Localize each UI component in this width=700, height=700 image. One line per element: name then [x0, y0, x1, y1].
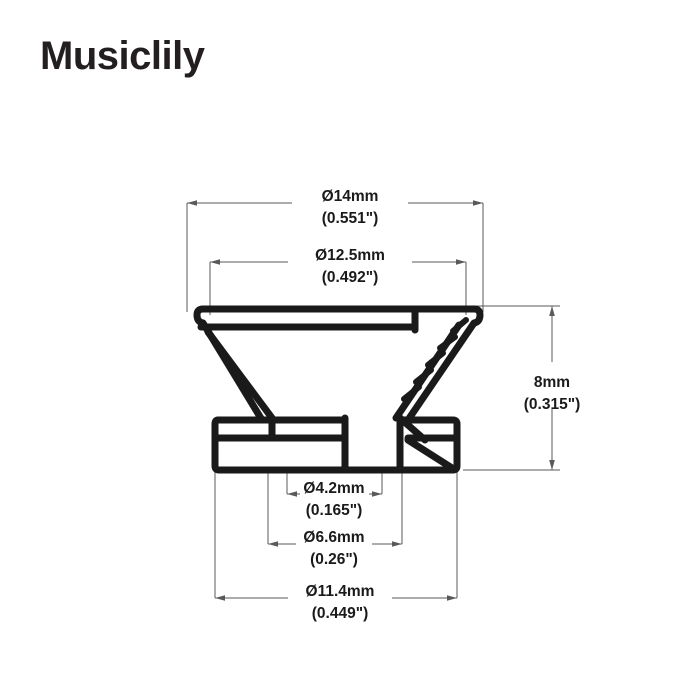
label-neck-diameter-metric: Ø6.6mm	[303, 529, 364, 546]
right-body-profile	[346, 305, 484, 474]
arrow-d114-right	[447, 595, 457, 601]
right-gusset-inner-diagonal	[404, 436, 456, 472]
arrow-d114-left	[215, 595, 225, 601]
label-outer-top-diameter-metric: Ø14mm	[322, 188, 379, 205]
left-body-profile	[193, 305, 354, 474]
label-outer-top-diameter-imperial: (0.551")	[322, 210, 378, 227]
arrow-d125-right	[456, 259, 466, 265]
label-base-flange-diameter-metric: Ø11.4mm	[306, 583, 375, 600]
knurl-rib-5	[401, 384, 422, 402]
knurl-ribs	[401, 317, 469, 402]
arrow-d42-right	[372, 491, 382, 497]
label-overall-height-metric: 8mm	[534, 374, 570, 391]
brand-title: Musiclily	[40, 34, 205, 78]
label-neck-diameter-imperial: (0.26")	[310, 551, 358, 568]
strap-button-object	[193, 305, 484, 474]
arrow-d66-left	[268, 541, 278, 547]
label-base-flange-diameter-imperial: (0.449")	[312, 605, 368, 622]
label-inner-top-diameter-imperial: (0.492")	[322, 269, 378, 286]
arrow-d66-right	[392, 541, 402, 547]
label-screw-hole-diameter-imperial: (0.165")	[306, 502, 362, 519]
knurl-rib-3	[425, 350, 446, 368]
knurl-rib-4	[413, 367, 434, 385]
label-inner-top-diameter-metric: Ø12.5mm	[315, 247, 385, 264]
arrow-d42-left	[287, 491, 297, 497]
left-inner-taper	[204, 328, 276, 422]
arrow-d125-left	[210, 259, 220, 265]
knurl-rib-1	[450, 317, 469, 334]
dimension-arrowheads	[187, 200, 555, 601]
knurl-rib-2	[437, 334, 458, 351]
arrow-d14-right	[473, 200, 483, 206]
arrow-d14-left	[187, 200, 197, 206]
dimension-labels: Ø14mm (0.551") Ø12.5mm (0.492") 8mm (0.1…	[303, 188, 580, 622]
label-screw-hole-diameter-metric: Ø4.2mm	[303, 480, 364, 497]
right-gusset-diagonal	[396, 414, 429, 444]
arrow-h8-top	[549, 306, 555, 316]
arrow-h8-bottom	[549, 460, 555, 470]
label-overall-height-imperial-visible: (0.315")	[524, 396, 580, 413]
